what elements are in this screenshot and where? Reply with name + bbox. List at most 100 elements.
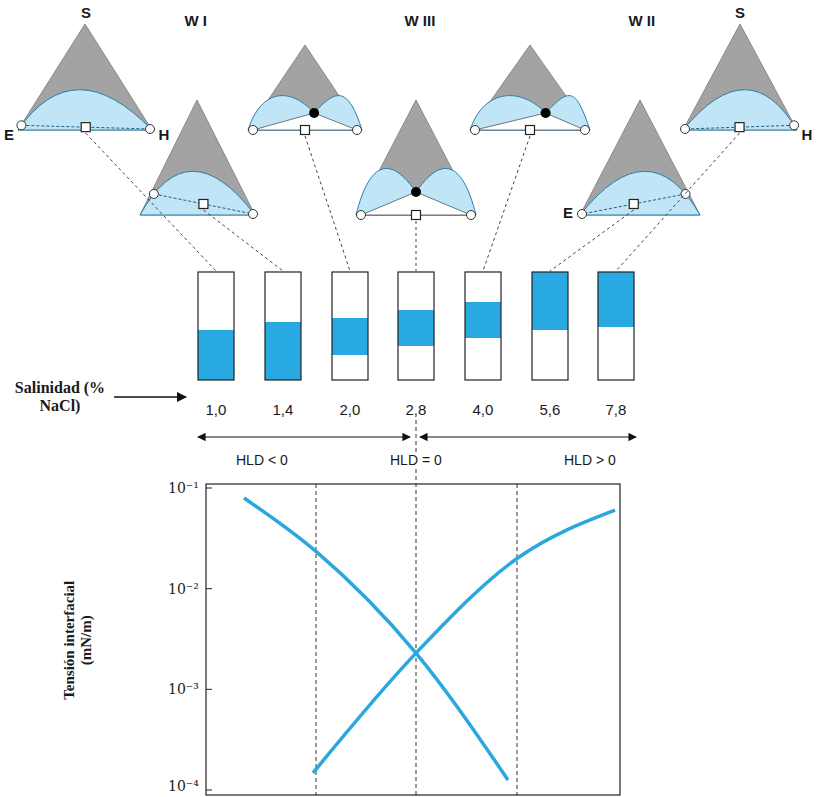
hld-label: HLD = 0 bbox=[387, 452, 445, 468]
salinity-value: 5,6 bbox=[540, 401, 561, 418]
tube-body bbox=[398, 272, 434, 380]
phase-point bbox=[581, 126, 590, 135]
ternary-triangle bbox=[140, 100, 255, 215]
tension-curve-increasing bbox=[313, 510, 615, 773]
phase-point bbox=[578, 210, 587, 219]
dashed-guide-optimum bbox=[416, 420, 417, 795]
winsor-type: W I bbox=[185, 12, 208, 29]
composition-square bbox=[629, 199, 638, 208]
tie-line bbox=[154, 194, 253, 214]
ternary-diagram bbox=[681, 24, 799, 134]
ternary-triangle bbox=[470, 45, 590, 130]
tension-curve-decreasing bbox=[244, 498, 508, 780]
tube-body bbox=[265, 272, 301, 380]
chart-frame bbox=[206, 484, 620, 795]
phase-point bbox=[357, 211, 366, 220]
composition-square bbox=[81, 123, 90, 132]
ternary-triangle bbox=[18, 24, 152, 130]
phase-point bbox=[790, 121, 799, 130]
tube-outline bbox=[332, 272, 368, 380]
leader-line bbox=[305, 136, 350, 271]
hld-positive-arrow bbox=[420, 436, 636, 437]
axis-tick bbox=[206, 689, 212, 690]
microemulsion-point bbox=[309, 108, 319, 118]
leader-line bbox=[483, 136, 530, 271]
tube-body bbox=[598, 272, 634, 380]
tube-outline bbox=[198, 272, 234, 380]
tension-chart bbox=[206, 420, 620, 795]
ternary-triangle bbox=[248, 45, 362, 130]
ternary-diagram bbox=[17, 24, 155, 134]
ternary-diagram bbox=[356, 100, 476, 220]
composition-square bbox=[301, 126, 310, 135]
ternary-diagram bbox=[140, 100, 258, 219]
phase-point bbox=[146, 125, 155, 134]
axis-tick bbox=[206, 588, 212, 589]
hld-label: HLD > 0 bbox=[564, 452, 616, 468]
tube-outline bbox=[598, 272, 634, 380]
vertex-label: H bbox=[802, 126, 813, 143]
two-phase-lobe bbox=[580, 171, 700, 215]
phase-point bbox=[149, 189, 158, 198]
vertex-label: H bbox=[159, 126, 170, 143]
microemulsion-phase bbox=[398, 310, 434, 346]
phase-point bbox=[681, 125, 690, 134]
salinity-value: 1,0 bbox=[206, 401, 227, 418]
tube-body bbox=[465, 272, 501, 380]
hld-label: HLD < 0 bbox=[236, 452, 288, 468]
tick-label: 10⁻² bbox=[168, 581, 199, 597]
phase-diagrams bbox=[17, 24, 799, 220]
ternary-diagram bbox=[248, 45, 362, 135]
ternary-diagram bbox=[470, 45, 590, 135]
salinity-value: 1,4 bbox=[273, 401, 294, 418]
phase-point bbox=[249, 210, 258, 219]
tick-label: 10⁻¹ bbox=[168, 480, 199, 496]
vertex-label: E bbox=[4, 126, 14, 143]
phase-point bbox=[471, 126, 480, 135]
ternary-diagram bbox=[578, 100, 701, 219]
two-phase-lobes bbox=[470, 96, 590, 130]
salinity-value: 7,8 bbox=[606, 401, 627, 418]
winsor-type: W III bbox=[405, 12, 436, 29]
microemulsion-phase bbox=[532, 272, 568, 330]
leader-line bbox=[416, 221, 417, 271]
salinity-value: 2,8 bbox=[406, 401, 427, 418]
tube-outline bbox=[265, 272, 301, 380]
tube-body bbox=[532, 272, 568, 380]
ternary-triangle bbox=[356, 100, 476, 215]
leader-line bbox=[203, 210, 283, 271]
composition-square bbox=[526, 126, 535, 135]
leader-line bbox=[86, 133, 216, 271]
two-phase-lobes bbox=[356, 168, 476, 215]
leader-lines bbox=[86, 133, 740, 271]
salinity-value: 2,0 bbox=[340, 401, 361, 418]
axis-title: Tensión interfacial (mN/m) bbox=[61, 555, 96, 725]
salinity-value: 4,0 bbox=[473, 401, 494, 418]
phase-point bbox=[17, 121, 26, 130]
tick-label: 10⁻⁴ bbox=[168, 778, 199, 794]
composition-square bbox=[412, 211, 421, 220]
hld-negative-arrow bbox=[198, 436, 410, 437]
microemulsion-phase bbox=[332, 318, 368, 355]
winsor-type: W II bbox=[629, 12, 656, 29]
tube-body bbox=[198, 272, 234, 380]
microemulsion-phase bbox=[265, 322, 301, 380]
tube-body bbox=[332, 272, 368, 380]
tube-outline bbox=[465, 272, 501, 380]
phase-point bbox=[249, 126, 258, 135]
leader-line bbox=[550, 210, 634, 271]
microemulsion-phase bbox=[198, 330, 234, 380]
salinity-arrow bbox=[114, 396, 186, 398]
phase-point bbox=[353, 126, 362, 135]
microemulsion-point bbox=[541, 108, 551, 118]
ternary-triangle bbox=[683, 24, 797, 130]
dashed-guide bbox=[517, 484, 518, 795]
microemulsion-point bbox=[411, 187, 421, 197]
composition-square bbox=[735, 123, 744, 132]
tube-outline bbox=[398, 272, 434, 380]
two-phase-lobes bbox=[248, 96, 362, 130]
dashed-guide bbox=[316, 484, 317, 795]
